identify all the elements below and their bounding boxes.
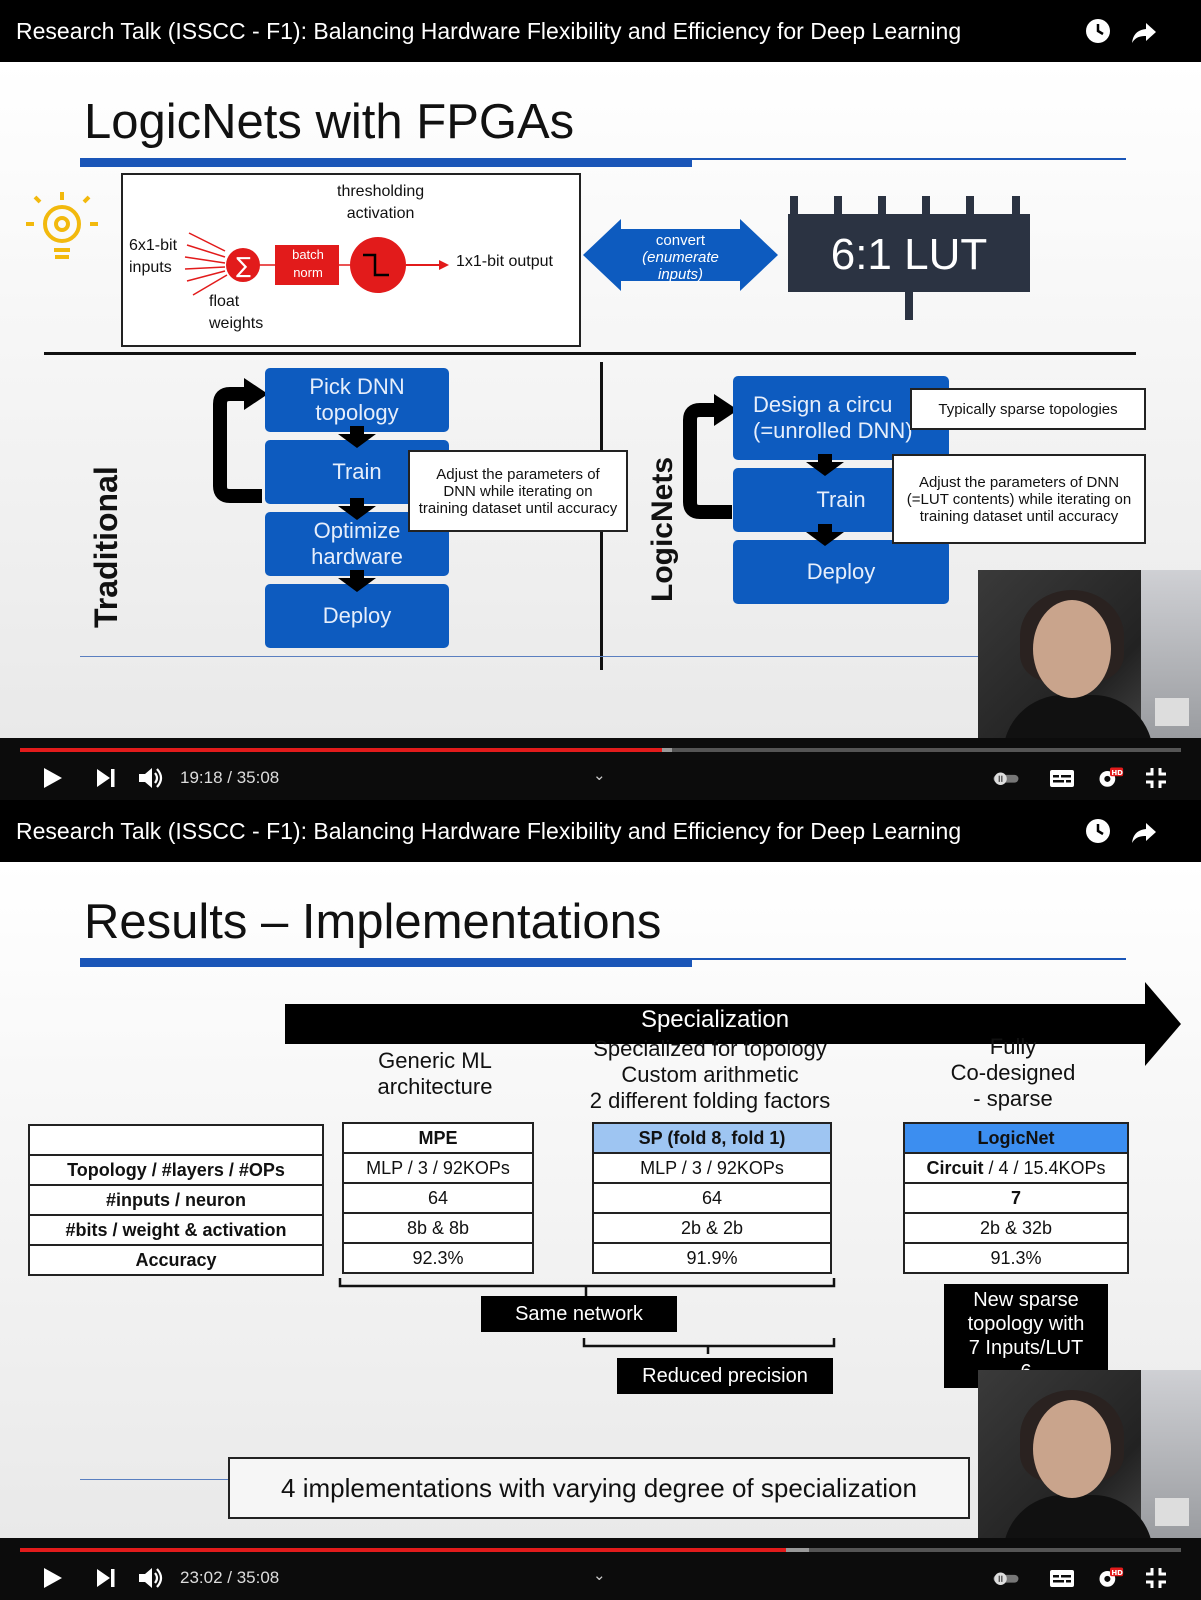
grouping-brackets bbox=[338, 1278, 836, 1354]
row-labels-table: Topology / #layers / #OPs #inputs / neur… bbox=[28, 1124, 324, 1276]
video-title-bar: Research Talk (ISSCC - F1): Balancing Ha… bbox=[0, 0, 1201, 62]
specialization-label: Specialization bbox=[640, 1006, 790, 1033]
title-underline-accent bbox=[80, 958, 692, 967]
summary-box: 4 implementations with varying degree of… bbox=[228, 1457, 970, 1519]
svg-text:∑: ∑ bbox=[236, 254, 251, 279]
player-controls: 19:18 / 35:08 ⌄ HD bbox=[0, 738, 1201, 800]
logicnets-label: LogicNets bbox=[646, 456, 679, 602]
video-title[interactable]: Research Talk (ISSCC - F1): Balancing Ha… bbox=[16, 818, 962, 844]
loop-arrow-logicnets bbox=[683, 394, 738, 519]
play-icon[interactable] bbox=[38, 764, 66, 792]
time-display: 19:18 / 35:08 bbox=[180, 768, 280, 787]
lut-graphic bbox=[788, 196, 1030, 320]
watch-later-icon[interactable] bbox=[1084, 17, 1112, 45]
video-player-2[interactable]: Research Talk (ISSCC - F1): Balancing Ha… bbox=[0, 800, 1201, 1600]
progress-bar[interactable] bbox=[20, 748, 1181, 752]
exit-fullscreen-icon[interactable] bbox=[1142, 1564, 1170, 1592]
play-icon[interactable] bbox=[38, 1564, 66, 1592]
callout-traditional: Adjust the parameters of DNN while itera… bbox=[408, 450, 628, 532]
video-player-1[interactable]: Research Talk (ISSCC - F1): Balancing Ha… bbox=[0, 0, 1201, 800]
specialization-arrow bbox=[285, 982, 1181, 1066]
share-icon[interactable] bbox=[1130, 17, 1158, 45]
webcam-logo bbox=[1155, 1498, 1189, 1526]
step-deploy-logicnets: Deploy bbox=[733, 540, 949, 604]
settings-hd-icon[interactable]: HD bbox=[1096, 764, 1124, 792]
slide-title: LogicNets with FPGAs bbox=[84, 95, 575, 149]
progress-played bbox=[20, 1548, 787, 1552]
footer-rule bbox=[80, 1479, 230, 1480]
next-icon[interactable] bbox=[92, 764, 120, 792]
volume-icon[interactable] bbox=[136, 1564, 164, 1592]
flow-arrows-traditional bbox=[338, 426, 376, 592]
autoplay-toggle-icon[interactable] bbox=[992, 764, 1020, 792]
subtitles-icon[interactable] bbox=[1048, 764, 1076, 792]
progress-bar[interactable] bbox=[20, 1548, 1181, 1552]
reduced-precision-label: Reduced precision bbox=[617, 1358, 833, 1394]
row-label-accuracy: Accuracy bbox=[28, 1244, 324, 1276]
chevron-down-icon[interactable]: ⌄ bbox=[593, 1567, 606, 1584]
slide-title: Results – Implementations bbox=[84, 895, 662, 949]
share-icon[interactable] bbox=[1130, 817, 1158, 845]
step-pick-dnn-topology: Pick DNN topology bbox=[265, 368, 449, 432]
footer-rule bbox=[80, 656, 1126, 657]
presenter-webcam bbox=[978, 1370, 1201, 1538]
callout-logicnets: Adjust the parameters of DNN (=LUT conte… bbox=[892, 454, 1146, 544]
autoplay-toggle-icon[interactable] bbox=[992, 1564, 1020, 1592]
slide-results: Results – Implementations Specialization… bbox=[0, 862, 1201, 1538]
lut-label: 6:1 LUT bbox=[830, 230, 988, 279]
chevron-down-icon[interactable]: ⌄ bbox=[593, 767, 606, 784]
convert-double-arrow bbox=[583, 219, 778, 291]
time-display: 23:02 / 35:08 bbox=[180, 1568, 280, 1587]
loop-arrow-traditional bbox=[213, 378, 268, 503]
neuron-graphic: ∑ bbox=[184, 232, 449, 296]
row-label-topology: Topology / #layers / #OPs bbox=[28, 1154, 324, 1186]
step-deploy: Deploy bbox=[265, 584, 449, 648]
svg-text:HD: HD bbox=[1111, 769, 1123, 777]
callout-sparse-topologies: Typically sparse topologies bbox=[910, 388, 1146, 430]
next-icon[interactable] bbox=[92, 1564, 120, 1592]
title-underline-accent bbox=[80, 158, 692, 167]
watch-later-icon[interactable] bbox=[1084, 817, 1112, 845]
lightbulb-icon bbox=[26, 192, 98, 259]
sp-table: SP (fold 8, fold 1) MLP / 3 / 92KOPs 64 … bbox=[592, 1122, 832, 1274]
row-label-inputs: #inputs / neuron bbox=[28, 1184, 324, 1216]
logicnet-table: LogicNet Circuit / 4 / 15.4KOPs 7 2b & 3… bbox=[903, 1122, 1129, 1274]
mpe-table: MPE MLP / 3 / 92KOPs 64 8b & 8b 92.3% bbox=[342, 1122, 534, 1274]
convert-label: convert (enumerate inputs) bbox=[642, 232, 719, 283]
same-network-label: Same network bbox=[481, 1296, 677, 1332]
section-divider bbox=[44, 352, 1136, 355]
flow-arrows-logicnets bbox=[806, 454, 844, 546]
svg-text:HD: HD bbox=[1111, 1569, 1123, 1577]
output-label: 1x1-bit output bbox=[456, 253, 553, 270]
subtitles-icon[interactable] bbox=[1048, 1564, 1076, 1592]
row-label-bits: #bits / weight & activation bbox=[28, 1214, 324, 1246]
volume-icon[interactable] bbox=[136, 764, 164, 792]
player-controls: 23:02 / 35:08 ⌄ HD bbox=[0, 1538, 1201, 1600]
progress-played bbox=[20, 748, 663, 752]
webcam-logo bbox=[1155, 698, 1189, 726]
settings-hd-icon[interactable]: HD bbox=[1096, 1564, 1124, 1592]
exit-fullscreen-icon[interactable] bbox=[1142, 764, 1170, 792]
video-title-bar: Research Talk (ISSCC - F1): Balancing Ha… bbox=[0, 800, 1201, 862]
traditional-label: Traditional bbox=[88, 466, 124, 628]
video-title[interactable]: Research Talk (ISSCC - F1): Balancing Ha… bbox=[16, 18, 962, 44]
presenter-webcam bbox=[978, 570, 1201, 738]
